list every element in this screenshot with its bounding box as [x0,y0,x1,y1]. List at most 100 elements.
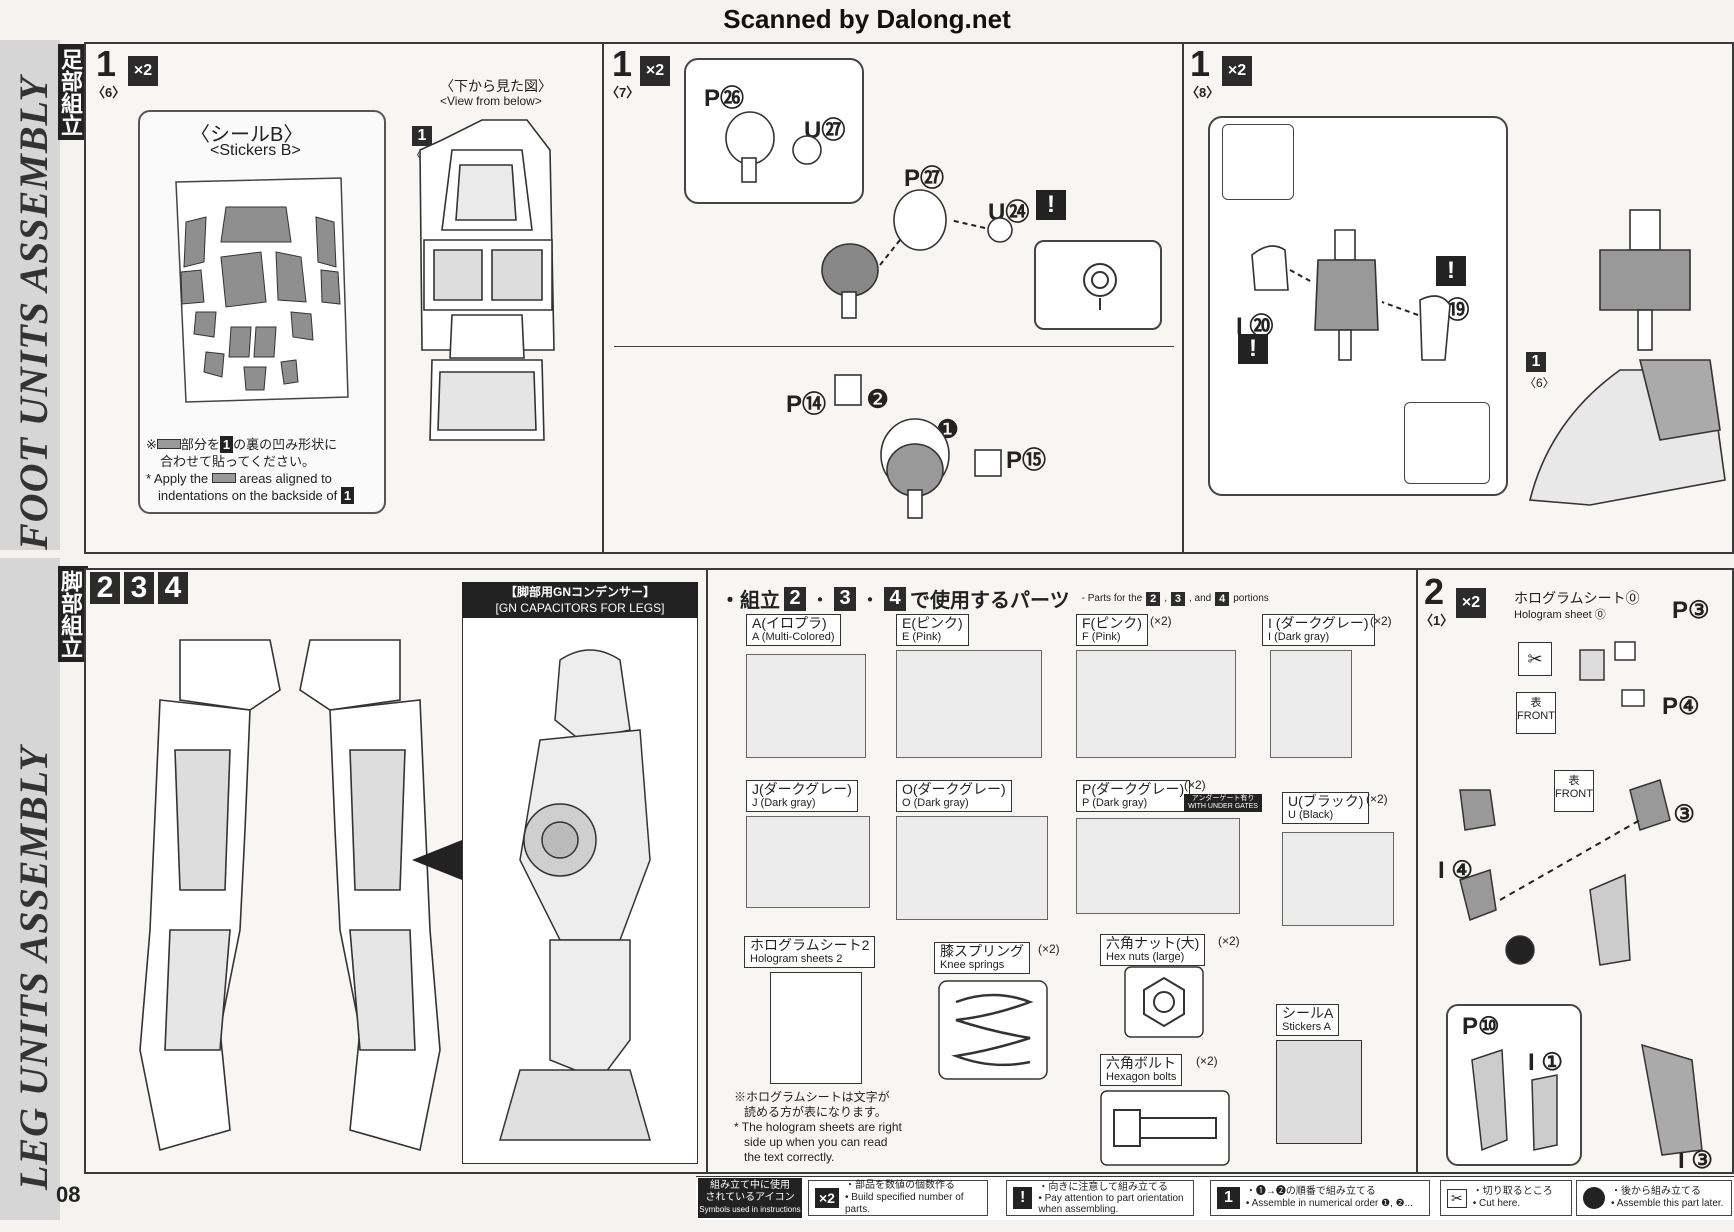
hexbolt-mult: (×2) [1196,1054,1218,1068]
spring-icon [938,980,1048,1080]
legend-title: 組み立て中に使用 されているアイコン Symbols used in instr… [698,1178,802,1218]
hex-bolt-icon [1100,1090,1230,1166]
gn-capacitor-header: 【脚部用GNコンデンサー】 [GN CAPACITORS FOR LEGS] [462,582,698,618]
runner-label: P(ダークグレー)P (Dark gray) [1076,780,1191,812]
assembly-illustration-top [821,189,1013,319]
legend-title-jp-1: 組み立て中に使用 [710,1180,790,1191]
cut-en: • Cut here. [1472,1198,1521,1209]
ref-step-badge: 1 [412,126,432,146]
sticker-title-jp: 〈シールB〉 [190,124,304,146]
runner-label: J(ダークグレー)J (Dark gray) [746,780,858,812]
runner-label: O(ダークグレー)O (Dark gray) [896,780,1012,812]
part-label-p27: P㉗ [904,165,945,192]
part-label-p26: P㉖ [704,85,745,112]
part-label-p14: P⑭ [786,391,827,418]
runner-mult: (×2) [1366,792,1388,806]
holo-note-jp-1: ※ホログラムシートは文字が [734,1090,890,1104]
holo-note-en-3: the text correctly. [744,1150,835,1164]
order-en: • Assemble in numerical order ❶, ❷... [1245,1198,1413,1209]
parts-title-en-end: portions [1233,593,1269,604]
holo-note-jp-2: 読める方が表になります。 [744,1105,887,1119]
runner-en: I (Dark gray) [1268,631,1330,643]
later-en: • Assemble this part later. [1611,1198,1724,1209]
front-jp: 表 [1530,697,1542,709]
cut-here-icon: ✂ [1518,642,1552,676]
divider-line [614,346,1174,347]
legend-later: ・後から組み立てる• Assemble this part later. [1576,1180,1732,1216]
page-number: 08 [56,1182,81,1207]
multiplier-badge: ×2 [1222,56,1252,86]
legend-title-jp-2: されているアイコン [705,1192,795,1203]
runner-mult: (×2) [1150,614,1172,628]
detail-inset-top [1222,124,1294,200]
step-sub: 〈8〉 [1186,85,1220,100]
orientation-warning-icon: ! [1036,190,1066,220]
hexbolt-jp: 六角ボルト [1106,1055,1176,1071]
runner-en: J (Dark gray) [752,797,816,809]
runner-jp: J(ダークグレー) [752,781,852,797]
front-en: FRONT [1555,788,1593,800]
knee-en: Knee springs [940,959,1005,971]
grey-swatch [156,439,181,449]
front-badge: 表 FRONT [1554,770,1594,812]
hologram2-jp: ホログラムシート2 [750,937,870,953]
parts-en-num-4: 4 [1215,591,1230,606]
legend-x2: ×2 ・部品を数値の個数作る• Build specified number o… [808,1180,988,1216]
sidebar-foot [0,40,60,550]
order-jp: ・❶→❷の順番で組み立てる [1245,1186,1376,1197]
step-number: 1 [1190,43,1211,84]
front-en: FRONT [1517,710,1555,722]
stickerA-sheet [1276,1040,1362,1144]
note-jp-text-2: の裏の凹み形状に [233,437,338,452]
order-icon: 1 [1217,1187,1240,1209]
hexbolt-en: Hexagon bolts [1106,1071,1177,1083]
runner-a [746,654,866,758]
x2-en: • Build specified number of parts. [844,1192,964,1215]
front-jp: 表 [1568,775,1580,787]
cut-jp: ・切り取るところ [1472,1186,1553,1197]
runner-en: F (Pink) [1082,631,1121,643]
runner-u [1282,832,1394,926]
holo-note-en-1: * The hologram sheets are right [734,1120,902,1134]
step-number: 1 [96,43,117,84]
runner-en: O (Dark gray) [902,797,969,809]
runner-p [1076,818,1240,914]
runner-label: I (ダークグレー)I (Dark gray) [1262,614,1375,646]
part-label-i1: I ① [1528,1049,1563,1076]
runner-jp: A(イロプラ) [752,615,827,631]
step-sub: 〈1〉 [1420,613,1454,628]
step-sub: 〈7〉 [606,85,640,100]
parts-en-num-3: 3 [1170,591,1185,606]
gn-capacitor-illustration [499,649,651,1141]
runner-jp: I (ダークグレー) [1268,615,1369,631]
ref-step-badge: 1 [1526,352,1546,372]
note-ref-box-2: 1 [340,487,355,504]
runner-jp: U(ブラック) [1288,793,1364,809]
parts-num-4: 4 [884,586,906,611]
runner-jp: O(ダークグレー) [902,781,1006,797]
note-jp-text: 部分を [180,437,220,452]
pointer-triangle [412,840,462,880]
part-label-p10: P⑩ [1462,1013,1500,1040]
view-from-below-jp: 〈下から見た図〉 [440,78,552,94]
warn-jp: ・向きに注意して組み立てる [1038,1181,1169,1193]
hexnut-jp: 六角ナット(大) [1106,935,1200,951]
legs-overview-illustration [139,639,441,1152]
note-jp-line-2: 合わせて貼ってください。 [160,454,315,469]
step-badge-4: 4 [158,571,188,604]
step-number: 1 [612,43,633,84]
hexnut-en: Hex nuts (large) [1106,951,1185,963]
hologram2-en: Hologram sheets 2 [750,953,843,965]
multiplier-badge: ×2 [128,56,158,86]
part-label-p4: P④ [1662,693,1700,720]
hologram-note: ※ホログラムシートは文字が 読める方が表になります。 * The hologra… [734,1090,902,1165]
runner-o [896,816,1048,920]
runner-label: E(ピンク)E (Pink) [896,614,969,646]
multiplier-badge: ×2 [1456,588,1486,618]
multiplier-badge: ×2 [640,56,670,86]
sidebar-foot-en: FOOT UNITS ASSEMBLY [11,76,56,550]
